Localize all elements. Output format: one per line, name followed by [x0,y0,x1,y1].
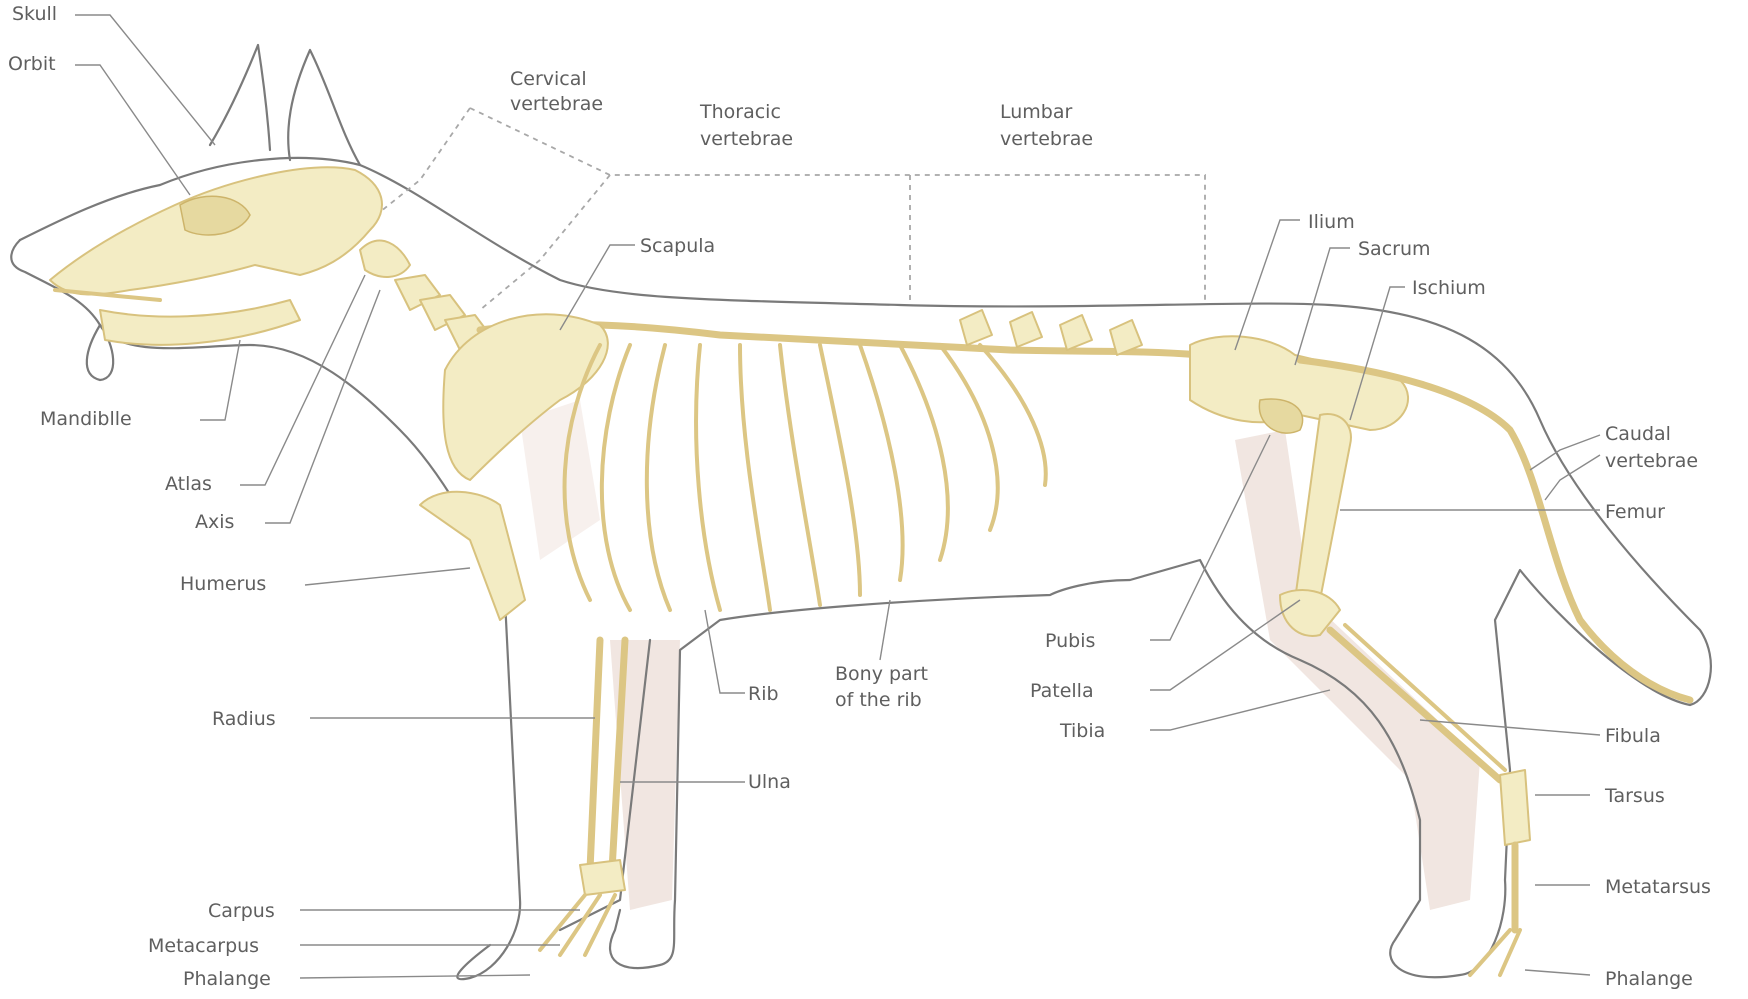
label-fibula: Fibula [1605,725,1661,747]
label-metatarsus: Metatarsus [1605,876,1711,898]
label-rib: Rib [748,683,779,705]
label-radius: Radius [212,708,276,730]
label-atlas: Atlas [165,473,212,495]
label-sacrum: Sacrum [1358,238,1431,260]
label-orbit: Orbit [8,53,56,75]
hind-leg [1280,414,1530,975]
leader-lines [75,15,1600,978]
label-caudal-2: vertebrae [1605,450,1698,472]
label-thoracic-1: Thoracic [699,101,781,123]
label-femur: Femur [1605,501,1665,523]
label-cervical-2: vertebrae [510,93,603,115]
skull-bones [50,167,382,344]
label-bony-rib-2: of the rib [835,689,922,711]
label-cervical-1: Cervical [510,68,587,90]
label-carpus: Carpus [208,900,275,922]
label-tibia: Tibia [1059,720,1105,742]
label-ulna: Ulna [748,771,791,793]
label-skull: Skull [12,3,57,25]
label-phalange-front: Phalange [183,968,271,990]
label-thoracic-2: vertebrae [700,128,793,150]
label-ischium: Ischium [1412,277,1486,299]
label-patella: Patella [1030,680,1094,702]
label-bony-rib-1: Bony part [835,663,928,685]
label-caudal-1: Caudal [1605,423,1671,445]
label-lumbar-2: vertebrae [1000,128,1093,150]
label-humerus: Humerus [180,573,266,595]
front-leg [420,492,625,955]
label-ilium: Ilium [1308,211,1355,233]
label-axis: Axis [195,511,234,533]
label-scapula: Scapula [640,235,715,257]
ribs [565,345,1046,610]
label-mandible: Mandiblle [40,408,132,430]
label-tarsus: Tarsus [1604,785,1665,807]
label-phalange-hind: Phalange [1605,968,1693,990]
label-lumbar-1: Lumbar [1000,101,1073,123]
cervical-vertebrae [360,241,490,350]
label-metacarpus: Metacarpus [148,935,259,957]
label-pubis: Pubis [1045,630,1095,652]
